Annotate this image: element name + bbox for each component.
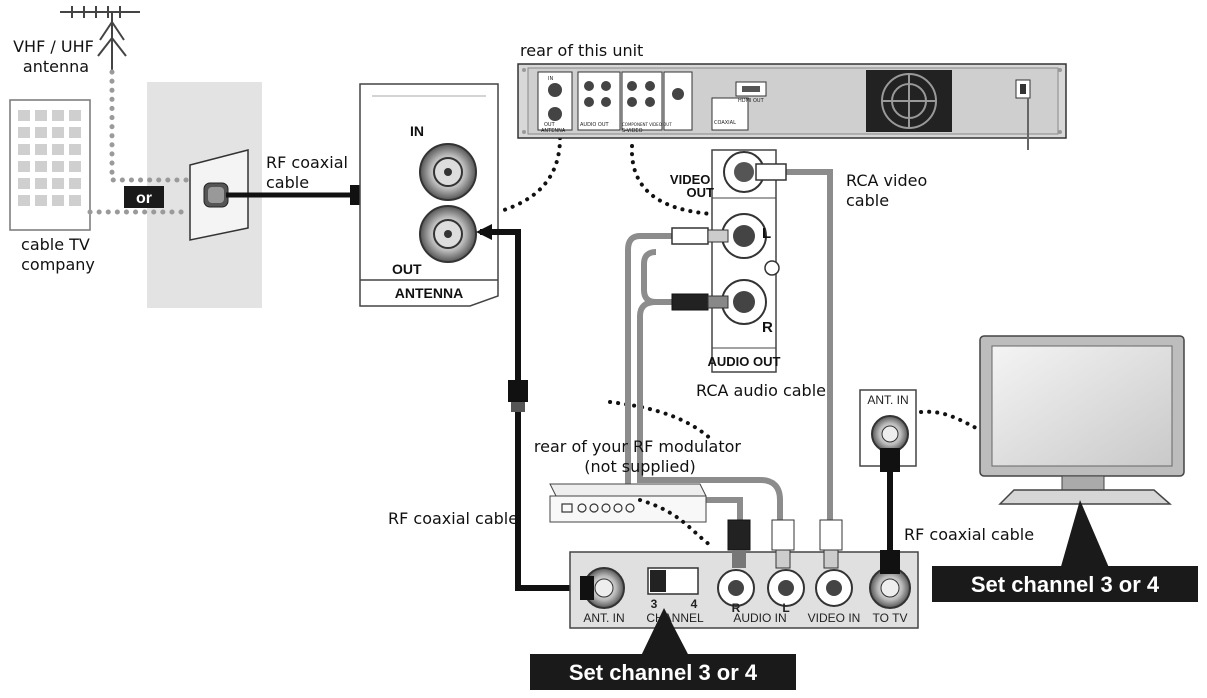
rca-audio-plugs xyxy=(671,227,729,311)
banner-tv: Set channel 3 or 4 xyxy=(932,500,1198,602)
svg-text:AUDIO OUT: AUDIO OUT xyxy=(580,122,610,128)
antenna-label: VHF / UHF antenna xyxy=(13,37,99,76)
svg-text:4: 4 xyxy=(691,597,698,611)
panel-out-label: OUT xyxy=(392,261,422,277)
svg-text:ANTENNA: ANTENNA xyxy=(541,128,566,134)
panel-in-label: IN xyxy=(410,123,424,139)
audio-out-label: AUDIO OUT xyxy=(708,354,781,369)
or-badge xyxy=(124,186,164,208)
signal-dotted-lines xyxy=(87,69,193,215)
svg-text:3: 3 xyxy=(651,597,658,611)
rf-cable-unit-to-modulator xyxy=(476,224,584,591)
svg-text:VIDEO IN: VIDEO IN xyxy=(808,611,861,625)
video-out-label: VIDEO OUT xyxy=(670,172,714,200)
banner-modulator-text: Set channel 3 or 4 xyxy=(569,660,758,685)
rf-coaxial-cable-top-label: RF coaxial cable xyxy=(266,153,353,192)
modulator-title-label: rear of your RF modulator (not supplied) xyxy=(534,437,746,476)
svg-text:L: L xyxy=(782,601,789,615)
svg-text:S-VIDEO: S-VIDEO xyxy=(622,128,643,134)
cable-company-label: cable TV company xyxy=(21,235,95,274)
rf-cable-tv xyxy=(880,448,900,574)
tv-ant-in-panel xyxy=(859,389,917,467)
banner-tv-text: Set channel 3 or 4 xyxy=(971,572,1160,597)
audio-video-out-panel xyxy=(711,149,780,373)
wall-plate xyxy=(189,149,249,241)
tv-icon xyxy=(979,335,1185,505)
rf-coaxial-cable-right-label: RF coaxial cable xyxy=(904,525,1034,544)
svg-text:R: R xyxy=(732,601,741,615)
svg-text:ANT. IN: ANT. IN xyxy=(583,611,624,625)
audio-r-label: R xyxy=(762,319,773,336)
unit-small-labels: ANTENNA IN OUT COAXIAL HDMI OUT AUDIO OU… xyxy=(541,76,765,134)
cable-tv-company-building-icon xyxy=(9,99,91,231)
rca-audio-cable-label: RCA audio cable xyxy=(696,381,826,400)
svg-text:TO TV: TO TV xyxy=(873,611,908,625)
svg-text:COMPONENT VIDEO OUT: COMPONENT VIDEO OUT xyxy=(622,122,672,127)
modulator-plugs xyxy=(580,519,843,600)
rf-coaxial-cable-left-label: RF coaxial cable xyxy=(388,509,518,528)
antenna-icon xyxy=(60,6,140,70)
antenna-panel xyxy=(359,83,499,307)
svg-text:COAXIAL: COAXIAL xyxy=(714,120,736,126)
or-label: or xyxy=(136,190,152,207)
rf-modulator-icon xyxy=(549,483,707,523)
rca-audio-cable xyxy=(625,233,783,520)
rear-of-unit-label: rear of this unit xyxy=(520,41,643,60)
svg-text:IN: IN xyxy=(548,76,553,82)
banner-modulator: Set channel 3 or 4 xyxy=(530,608,796,690)
unit-rear-panel xyxy=(517,63,1067,150)
svg-text:OUT: OUT xyxy=(544,122,556,128)
svg-text:CHANNEL: CHANNEL xyxy=(646,611,704,625)
svg-text:AUDIO IN: AUDIO IN xyxy=(733,611,786,625)
modulator-dotted-line xyxy=(638,498,712,547)
audio-l-label: L xyxy=(762,225,771,242)
panel-antenna-label: ANTENNA xyxy=(395,285,463,301)
tv-ant-in-label: ANT. IN xyxy=(867,393,908,407)
rca-video-cable-label: RCA video cable xyxy=(846,171,932,210)
svg-text:HDMI OUT: HDMI OUT xyxy=(738,98,765,104)
rca-video-cable xyxy=(755,163,833,540)
